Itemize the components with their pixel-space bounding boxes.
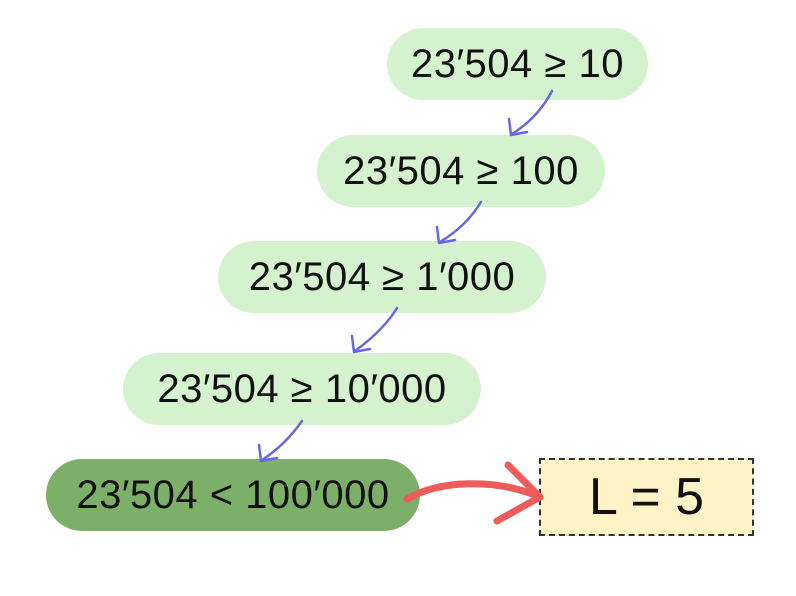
step-pill-3: 23′504 ≥ 1′000 [218,241,546,313]
result-text: L = 5 [588,468,705,526]
result-arrow [403,461,544,525]
step-text-1: 23′504 ≥ 10 [411,41,624,86]
step-pill-4: 23′504 ≥ 10′000 [123,353,481,425]
step-arrow-2 [435,200,483,245]
step-pill-2: 23′504 ≥ 100 [317,135,605,207]
step-arrow-1 [507,89,554,137]
step-pill-1: 23′504 ≥ 10 [387,28,648,100]
step-text-4: 23′504 ≥ 10′000 [157,366,447,411]
step-text-2: 23′504 ≥ 100 [343,148,579,193]
step-pill-final: 23′504 < 100′000 [46,459,420,531]
result-box: L = 5 [539,458,754,536]
step-arrow-3 [350,306,399,354]
step-arrow-4 [257,419,304,463]
step-text-final: 23′504 < 100′000 [76,472,390,517]
step-text-3: 23′504 ≥ 1′000 [248,254,516,299]
